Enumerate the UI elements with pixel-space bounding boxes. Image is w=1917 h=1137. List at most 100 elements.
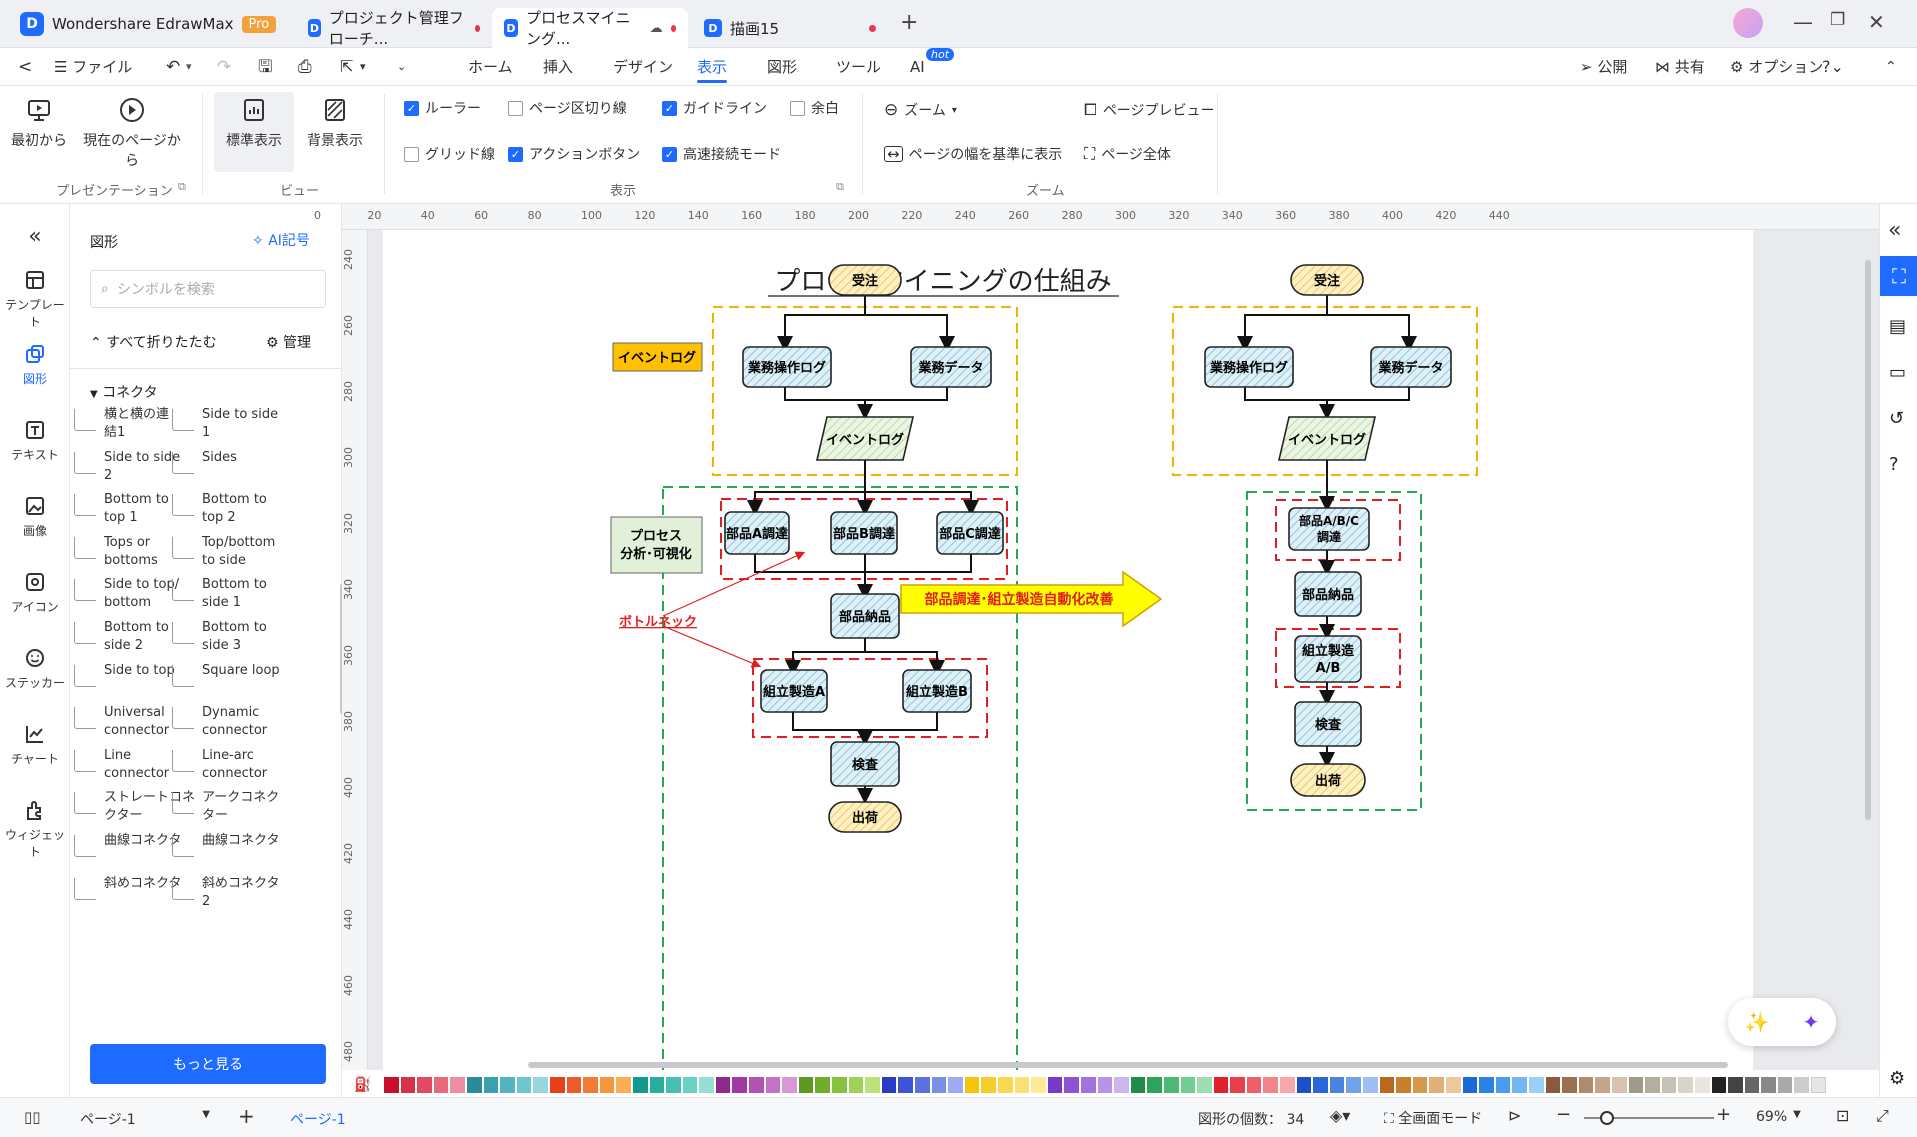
diagram-title[interactable]: プロセスマイニングの仕組み bbox=[774, 267, 1111, 297]
color-swatch[interactable] bbox=[732, 1077, 748, 1093]
connector-item[interactable]: 横と横の連結1 bbox=[74, 406, 169, 442]
back-button[interactable]: < bbox=[18, 57, 33, 77]
page-preview-button[interactable]: ⧠ページプレビュー bbox=[1084, 100, 1215, 120]
expand-icon[interactable]: ⤢ bbox=[1876, 1106, 1889, 1125]
bottleneck-frame-assembly[interactable] bbox=[752, 658, 988, 738]
node-parts-b[interactable] bbox=[830, 511, 898, 555]
help-circle-icon[interactable]: ? bbox=[1889, 454, 1899, 475]
color-swatch[interactable] bbox=[1346, 1077, 1362, 1093]
ruler-checkbox[interactable]: ✓ルーラー bbox=[404, 98, 481, 118]
color-swatch[interactable] bbox=[632, 1077, 648, 1093]
right-automation-frame-assembly[interactable] bbox=[1275, 628, 1401, 688]
right-node-assembly-ab[interactable] bbox=[1294, 635, 1362, 683]
history-icon[interactable]: ↺ bbox=[1889, 408, 1905, 429]
close-icon[interactable]: ✕ bbox=[1868, 10, 1885, 34]
dialog-launcher-icon[interactable]: ⧉ bbox=[836, 180, 844, 193]
color-swatch[interactable] bbox=[1047, 1077, 1063, 1093]
color-swatch[interactable] bbox=[815, 1077, 831, 1093]
color-swatch[interactable] bbox=[749, 1077, 764, 1093]
color-swatch[interactable] bbox=[898, 1077, 913, 1093]
help-icon[interactable]: ?⌄ bbox=[1822, 57, 1844, 76]
color-swatch[interactable] bbox=[516, 1077, 532, 1093]
color-swatch[interactable] bbox=[682, 1077, 698, 1093]
file-menu[interactable]: ☰ ファイル bbox=[54, 58, 133, 76]
label-eventlog-box[interactable] bbox=[612, 342, 703, 372]
rail-image[interactable]: 画像 bbox=[0, 494, 70, 539]
layers-icon[interactable]: ◈▾ bbox=[1330, 1106, 1351, 1125]
node-event-log[interactable] bbox=[815, 416, 915, 461]
connector-item[interactable]: 曲線コネクタ bbox=[172, 832, 279, 857]
right-node-ship[interactable] bbox=[1290, 763, 1366, 797]
minimize-icon[interactable]: — bbox=[1793, 10, 1813, 34]
connector-item[interactable]: Square loop bbox=[172, 662, 280, 687]
rail-sticker[interactable]: ステッカー bbox=[0, 646, 70, 691]
canvas[interactable]: プロセスマイニングの仕組み イベントログ プロセス 分析･可視化 bbox=[368, 230, 1879, 1070]
color-swatch[interactable] bbox=[1429, 1077, 1444, 1093]
color-swatch[interactable] bbox=[715, 1077, 731, 1093]
whole-page-button[interactable]: ⛶ページ全体 bbox=[1084, 144, 1171, 164]
color-swatch[interactable] bbox=[1014, 1077, 1030, 1093]
color-swatch[interactable] bbox=[915, 1077, 930, 1093]
color-swatch[interactable] bbox=[599, 1077, 615, 1093]
drawing-page[interactable]: プロセスマイニングの仕組み イベントログ プロセス 分析･可視化 bbox=[383, 230, 1753, 1070]
rail-widget[interactable]: ウィジェット bbox=[0, 798, 70, 860]
rail-icon[interactable]: アイコン bbox=[0, 570, 70, 615]
color-swatch[interactable] bbox=[1263, 1077, 1279, 1093]
zoom-dropdown[interactable]: 69%▼ bbox=[1756, 1109, 1801, 1125]
color-swatch[interactable] bbox=[1396, 1077, 1411, 1093]
menu-ai[interactable]: AI bbox=[910, 58, 925, 76]
collapse-all-button[interactable]: ⌃ すべて折りたたむ bbox=[90, 335, 217, 351]
node-inspect[interactable] bbox=[830, 741, 900, 787]
color-swatch[interactable] bbox=[566, 1077, 582, 1093]
right-node-order[interactable] bbox=[1290, 264, 1364, 296]
node-ship[interactable] bbox=[828, 801, 902, 833]
section-header-connector[interactable]: ▼ コネクタ bbox=[90, 382, 158, 402]
right-analysis-group-frame[interactable] bbox=[1246, 491, 1422, 811]
node-delivery[interactable] bbox=[830, 593, 900, 639]
publish-button[interactable]: ➢ 公開 bbox=[1580, 48, 1627, 86]
color-swatch[interactable] bbox=[1728, 1077, 1743, 1093]
color-swatch[interactable] bbox=[1280, 1077, 1295, 1093]
connector-item[interactable]: アークコネクター bbox=[172, 789, 279, 825]
color-swatch[interactable] bbox=[1744, 1077, 1760, 1093]
page-break-checkbox[interactable]: ページ区切り線 bbox=[508, 98, 627, 118]
color-swatch[interactable] bbox=[533, 1077, 548, 1093]
manage-button[interactable]: ⚙ 管理 bbox=[266, 332, 311, 352]
share-button[interactable]: ⋈ 共有 bbox=[1655, 48, 1705, 86]
color-swatch[interactable] bbox=[1163, 1077, 1179, 1093]
color-swatch[interactable] bbox=[981, 1077, 996, 1093]
zoom-out-button[interactable]: − bbox=[1556, 1104, 1572, 1125]
document-panel-icon[interactable]: ▤ bbox=[1889, 316, 1907, 337]
color-swatch[interactable] bbox=[798, 1077, 814, 1093]
from-start-button[interactable]: 最初から bbox=[10, 96, 68, 150]
play-icon[interactable]: ⊳ bbox=[1508, 1106, 1522, 1125]
export-icon[interactable]: ⇱ bbox=[340, 57, 354, 76]
save-icon[interactable]: 🖫 bbox=[258, 57, 273, 77]
color-swatch[interactable] bbox=[1512, 1077, 1527, 1093]
analysis-group-frame[interactable] bbox=[662, 486, 1018, 1070]
magic-wand-icon[interactable]: ✨ bbox=[1744, 1010, 1770, 1034]
node-assembly-a[interactable] bbox=[760, 669, 828, 713]
color-swatch[interactable] bbox=[1562, 1077, 1577, 1093]
node-ops-log[interactable] bbox=[742, 346, 832, 388]
color-swatch[interactable] bbox=[549, 1077, 565, 1093]
right-automation-frame-parts[interactable] bbox=[1275, 499, 1401, 561]
color-swatch[interactable] bbox=[1213, 1077, 1229, 1093]
color-swatch[interactable] bbox=[1777, 1077, 1793, 1093]
color-swatch[interactable] bbox=[699, 1077, 714, 1093]
color-swatch[interactable] bbox=[1595, 1077, 1610, 1093]
margin-checkbox[interactable]: 余白 bbox=[790, 98, 839, 118]
right-node-event-log[interactable] bbox=[1277, 416, 1377, 461]
ai-symbol-button[interactable]: ✧ AI記号 bbox=[252, 230, 310, 250]
color-swatch[interactable] bbox=[931, 1077, 947, 1093]
color-swatch[interactable] bbox=[1528, 1077, 1544, 1093]
color-swatch[interactable] bbox=[616, 1077, 631, 1093]
right-node-ops-log[interactable] bbox=[1204, 346, 1294, 388]
color-swatch[interactable] bbox=[466, 1077, 482, 1093]
node-assembly-b[interactable] bbox=[902, 669, 972, 713]
